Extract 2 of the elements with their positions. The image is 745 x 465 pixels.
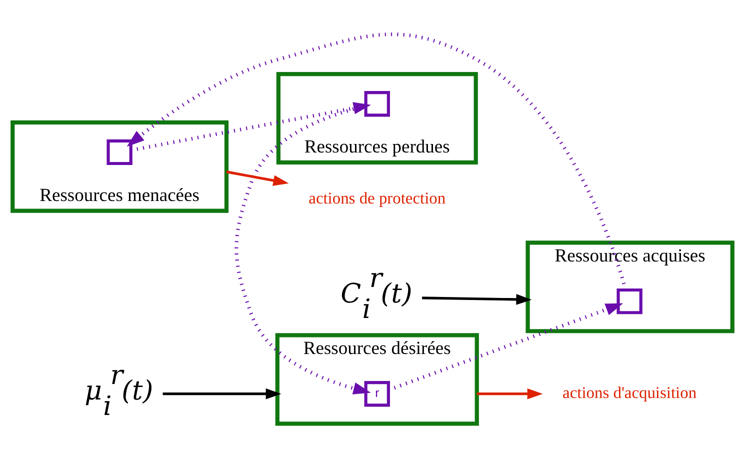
node-text: actions de protection	[308, 188, 446, 207]
node-text: actions d'acquisition	[562, 382, 697, 402]
